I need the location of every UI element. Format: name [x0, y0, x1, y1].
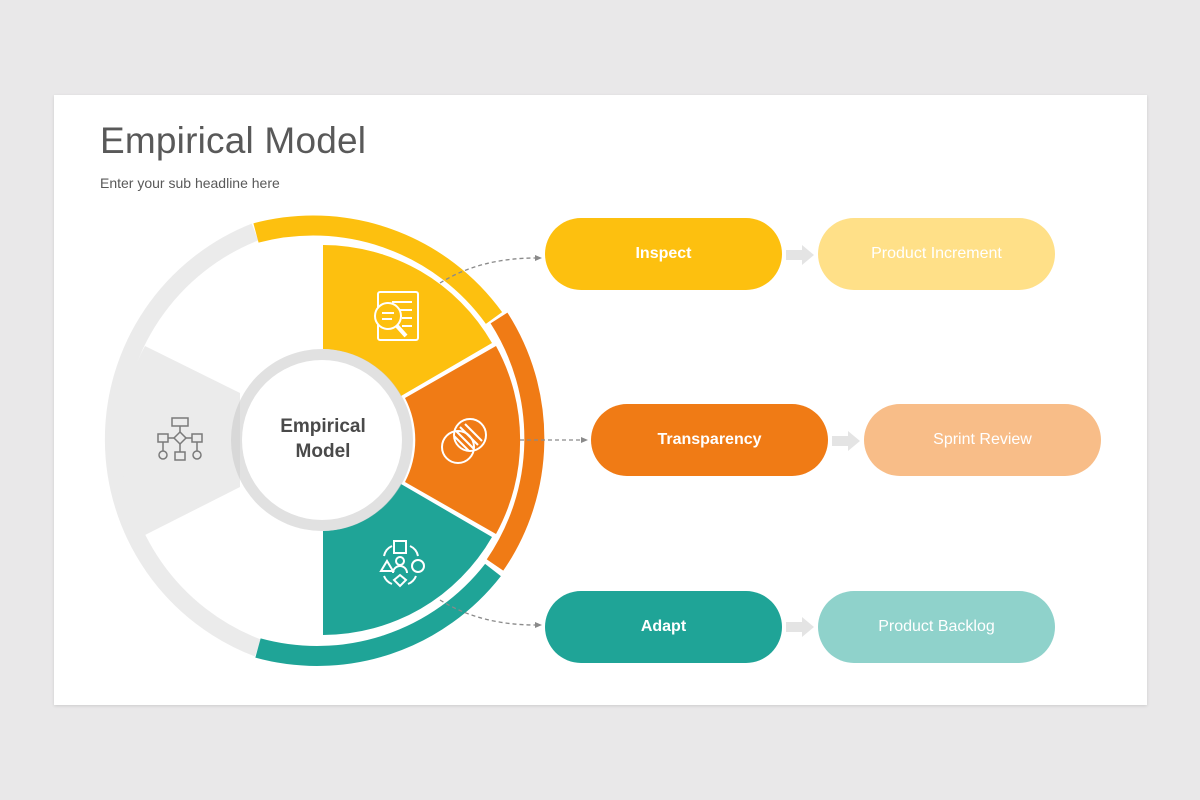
- connector-inspect-arrowhead: [535, 255, 542, 261]
- arrow-transparency-to-review: [832, 431, 860, 451]
- pill-transparency[interactable]: Transparency: [591, 404, 828, 476]
- pill-adapt[interactable]: Adapt: [545, 591, 782, 663]
- segment-inspect: [323, 245, 492, 396]
- connector-adapt-arrowhead: [535, 622, 542, 628]
- document-search-icon: [374, 291, 419, 341]
- connector-transparency-arrowhead: [581, 437, 588, 443]
- pill-product-increment[interactable]: Product Increment: [818, 218, 1055, 290]
- outer-ring-track: [104, 223, 262, 657]
- center-label: Empirical Model: [243, 414, 403, 464]
- page-subtitle: Enter your sub headline here: [100, 175, 280, 191]
- arrow-adapt-to-backlog: [786, 617, 814, 637]
- center-hub: [242, 360, 402, 520]
- outer-ring-inspect: [253, 215, 503, 324]
- center-label-line1: Empirical: [280, 416, 366, 437]
- connector-inspect: [439, 257, 537, 284]
- flowchart-icon: [157, 417, 203, 461]
- pill-product-backlog[interactable]: Product Backlog: [818, 591, 1055, 663]
- process-shapes-icon: [379, 540, 425, 588]
- outer-ring-transparency: [486, 312, 545, 571]
- arrow-inspect-to-increment: [786, 245, 814, 265]
- segment-transparency: [405, 346, 521, 534]
- page-title: Empirical Model: [100, 120, 367, 161]
- connector-adapt: [439, 599, 537, 626]
- pill-inspect[interactable]: Inspect: [545, 218, 782, 290]
- overlap-circles-icon: [441, 418, 487, 464]
- pill-sprint-review[interactable]: Sprint Review: [864, 404, 1101, 476]
- segment-inactive: [120, 346, 240, 535]
- segment-adapt: [323, 484, 492, 635]
- center-label-line2: Model: [295, 441, 351, 462]
- outer-ring-adapt: [255, 563, 501, 666]
